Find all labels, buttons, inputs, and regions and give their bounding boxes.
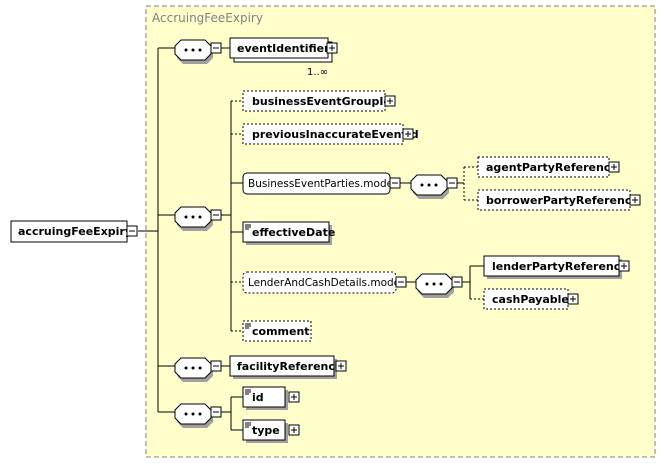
- expand-icon[interactable]: [288, 391, 300, 403]
- simple-content-icon: [245, 224, 251, 230]
- complex-type-title: AccruingFeeExpiry: [152, 11, 263, 25]
- collapse-icon[interactable]: [395, 276, 407, 288]
- element-type[interactable]: type: [242, 419, 300, 443]
- simple-content-icon: [245, 422, 251, 428]
- sequence-compositor: [174, 206, 213, 231]
- element-comment[interactable]: comment: [242, 320, 312, 342]
- sequence-compositor: [174, 39, 213, 64]
- complex-type-frame: AccruingFeeExpiry: [145, 5, 656, 458]
- collapse-icon[interactable]: [126, 225, 138, 237]
- element-label: comment: [252, 325, 310, 338]
- element-label: cashPayable: [492, 293, 569, 306]
- element-label: borrowerPartyReference: [486, 194, 639, 207]
- element-label: agentPartyReference: [486, 161, 618, 174]
- root-element-label: accruingFeeExpiry: [18, 225, 132, 238]
- group-label: LenderAndCashDetails.model: [248, 277, 403, 289]
- element-business-event-group-id[interactable]: businessEventGroupId: [242, 90, 396, 112]
- simple-content-icon: [245, 323, 251, 329]
- collapse-icon[interactable]: [210, 42, 222, 54]
- element-previous-inaccurate-event-id[interactable]: previousInaccurateEventId: [242, 123, 419, 145]
- group-business-event-parties-model[interactable]: BusinessEventParties.model: [242, 172, 401, 195]
- element-label: type: [252, 424, 280, 437]
- expand-icon[interactable]: [335, 360, 347, 372]
- group-label: BusinessEventParties.model: [248, 178, 396, 190]
- element-id[interactable]: id: [242, 386, 300, 410]
- cardinality-label: 1..∞: [307, 67, 328, 78]
- sequence-compositor: [174, 357, 213, 382]
- element-label: facilityReference: [237, 360, 342, 373]
- collapse-icon[interactable]: [210, 360, 222, 372]
- element-label: businessEventGroupId: [252, 95, 391, 108]
- element-label: id: [252, 391, 264, 404]
- element-label: lenderPartyReference: [492, 260, 628, 273]
- sequence-compositor: [415, 273, 454, 298]
- element-label: previousInaccurateEventId: [252, 128, 419, 141]
- collapse-icon[interactable]: [389, 177, 401, 189]
- element-agent-party-reference[interactable]: agentPartyReference: [477, 156, 620, 178]
- element-effective-date[interactable]: effectiveDate: [242, 221, 335, 245]
- expand-icon[interactable]: [384, 95, 396, 107]
- element-borrower-party-reference[interactable]: borrowerPartyReference: [477, 189, 641, 211]
- collapse-icon[interactable]: [451, 276, 463, 288]
- element-event-identifier[interactable]: eventIdentifier 1..∞: [229, 37, 338, 78]
- root-element[interactable]: accruingFeeExpiry: [10, 220, 138, 243]
- element-cash-payable[interactable]: cashPayable: [483, 288, 579, 310]
- element-lender-party-reference[interactable]: lenderPartyReference: [483, 255, 630, 279]
- expand-icon[interactable]: [567, 293, 579, 305]
- collapse-icon[interactable]: [210, 406, 222, 418]
- element-facility-reference[interactable]: facilityReference: [229, 355, 347, 379]
- collapse-icon[interactable]: [446, 177, 458, 189]
- sequence-compositor: [174, 403, 213, 428]
- sequence-compositor: [410, 174, 449, 199]
- connectors: [138, 47, 484, 431]
- group-lender-and-cash-details-model[interactable]: LenderAndCashDetails.model: [242, 271, 407, 294]
- collapse-icon[interactable]: [210, 209, 222, 221]
- expand-icon[interactable]: [629, 194, 641, 206]
- expand-icon[interactable]: [402, 128, 414, 140]
- expand-icon[interactable]: [608, 161, 620, 173]
- element-label: eventIdentifier: [237, 42, 330, 55]
- element-label: effectiveDate: [252, 226, 335, 239]
- expand-icon[interactable]: [288, 424, 300, 436]
- expand-icon[interactable]: [618, 260, 630, 272]
- simple-content-icon: [245, 389, 251, 395]
- expand-icon[interactable]: [326, 42, 338, 54]
